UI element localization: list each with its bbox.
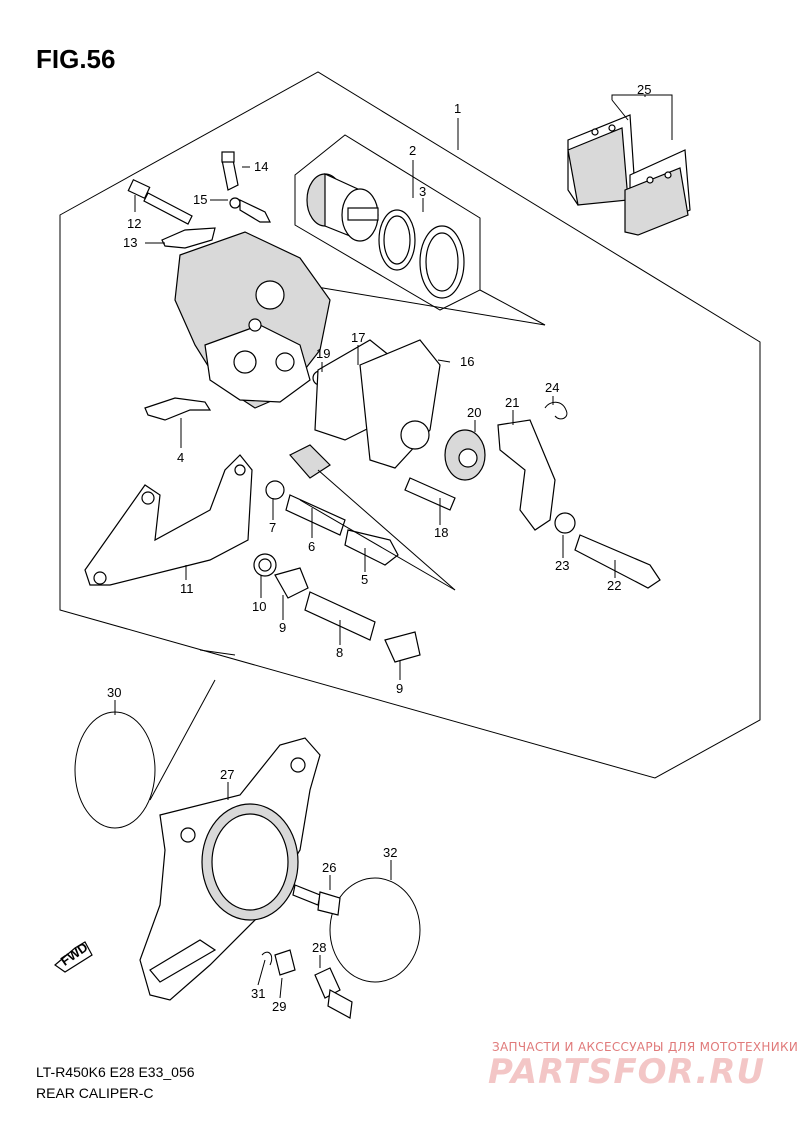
figure-title: FIG.56 (36, 44, 116, 74)
callout-21: 21 (505, 395, 519, 410)
callout-28: 28 (312, 940, 326, 955)
callout-1: 1 (454, 101, 461, 116)
bleeder-and-bolts (127, 151, 271, 249)
callout-12: 12 (127, 216, 141, 231)
watermark-brand: PARTSFOR.RU (488, 1052, 766, 1092)
callout-25: 25 (637, 82, 651, 97)
callout-9b: 9 (396, 681, 403, 696)
brake-pads (567, 94, 691, 236)
model-code: LT-R450K6 E28 E33_056 (36, 1064, 195, 1080)
callout-29: 29 (272, 999, 286, 1014)
callout-5: 5 (361, 572, 368, 587)
callout-27: 27 (220, 767, 234, 782)
callout-20: 20 (467, 405, 481, 420)
guide-pins (253, 480, 421, 663)
callout-16: 16 (460, 354, 474, 369)
callout-6: 6 (308, 539, 315, 554)
callout-7: 7 (269, 520, 276, 535)
callout-10: 10 (252, 599, 266, 614)
callout-22: 22 (607, 578, 621, 593)
callout-3: 3 (419, 184, 426, 199)
callout-18: 18 (434, 525, 448, 540)
caliper-body (174, 231, 331, 409)
callout-24: 24 (545, 380, 559, 395)
callout-30: 30 (107, 685, 121, 700)
piston-and-seals (306, 173, 465, 299)
watermark-tagline: ЗАПЧАСТИ И АКСЕССУАРЫ ДЛЯ МОТОТЕХНИКИ (492, 1040, 799, 1054)
caliper-bracket (84, 454, 253, 586)
parking-brake-parts (289, 339, 661, 589)
callout-4: 4 (177, 450, 184, 465)
callout-8: 8 (336, 645, 343, 660)
callout-31: 31 (251, 986, 265, 1001)
forward-arrow-icon: FWD (54, 939, 93, 973)
section-title: REAR CALIPER-C (36, 1085, 154, 1101)
callout-13: 13 (123, 235, 137, 250)
callout-32: 32 (383, 845, 397, 860)
callout-9a: 9 (279, 620, 286, 635)
assembly-outline (59, 71, 761, 779)
callout-numbers: 1 2 3 4 5 6 7 8 9 9 10 11 12 13 14 15 16… (107, 82, 651, 1014)
callout-2: 2 (409, 143, 416, 158)
piston-group-leader-2 (304, 284, 546, 326)
leader-lines (149, 469, 456, 801)
callout-17: 17 (351, 330, 365, 345)
callout-23: 23 (555, 558, 569, 573)
callout-19: 19 (316, 346, 330, 361)
callout-26: 26 (322, 860, 336, 875)
callout-14: 14 (254, 159, 268, 174)
piston-group-leader (479, 289, 546, 326)
spring-plate (144, 397, 212, 421)
holder-bolts (261, 884, 353, 1019)
caliper-holder (74, 711, 421, 1001)
callout-11: 11 (180, 581, 194, 596)
callout-15: 15 (193, 192, 207, 207)
callout-lines (114, 95, 646, 999)
